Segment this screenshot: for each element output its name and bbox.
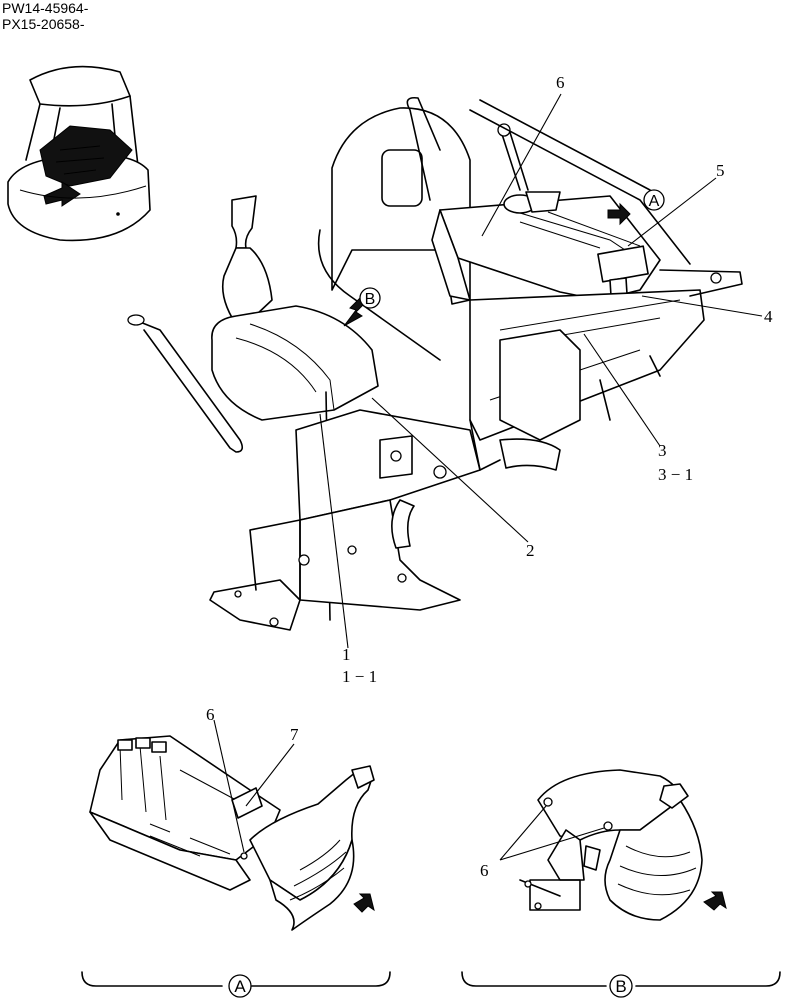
leader-a-6 [213,719,245,853]
callout-5: 5 [716,161,725,180]
callout-2: 2 [526,541,535,560]
detail-b-direction-arrow-icon [703,891,727,911]
callout-4: 4 [764,307,773,326]
detail-a-label: A [234,977,246,996]
leader-2 [371,397,529,543]
detail-a-direction-arrow-icon [353,893,375,913]
leader-b-6 [499,805,605,861]
serial-range-2: PX15-20658- [2,16,85,32]
leader-a-7 [245,743,295,807]
thumbnail-bolt-icon [116,212,120,216]
view-b-label: B [365,291,376,308]
detail-a-bracket: A [81,971,391,998]
view-a-label: A [649,193,660,210]
callout-b-6: 6 [480,861,489,880]
callout-6: 6 [556,73,565,92]
leader-6 [481,93,562,237]
console-assembly-drawing: A B 6 5 4 3 3 − 1 2 1 1 − 1 [127,73,773,686]
view-a-marker [643,189,665,211]
callout-1: 1 [342,645,351,664]
view-b-marker [359,287,381,309]
view-a-arrow-icon [607,202,631,226]
cab-locator-thumbnail [7,65,151,242]
callout-3-1: 3 − 1 [658,465,693,484]
leader-4 [641,295,763,317]
callout-1-1: 1 − 1 [342,667,377,686]
detail-view-a: 6 7 [89,705,375,931]
leader-1 [319,413,349,649]
callout-a-6: 6 [206,705,215,724]
callout-a-7: 7 [290,725,299,744]
detail-b-label: B [615,977,626,996]
serial-range-1: PW14-45964- [2,0,89,16]
callout-3: 3 [658,441,667,460]
detail-b-bracket: B [461,971,781,998]
leader-5 [627,177,717,247]
detail-view-b: 6 [480,769,727,921]
leader-3 [583,333,661,447]
